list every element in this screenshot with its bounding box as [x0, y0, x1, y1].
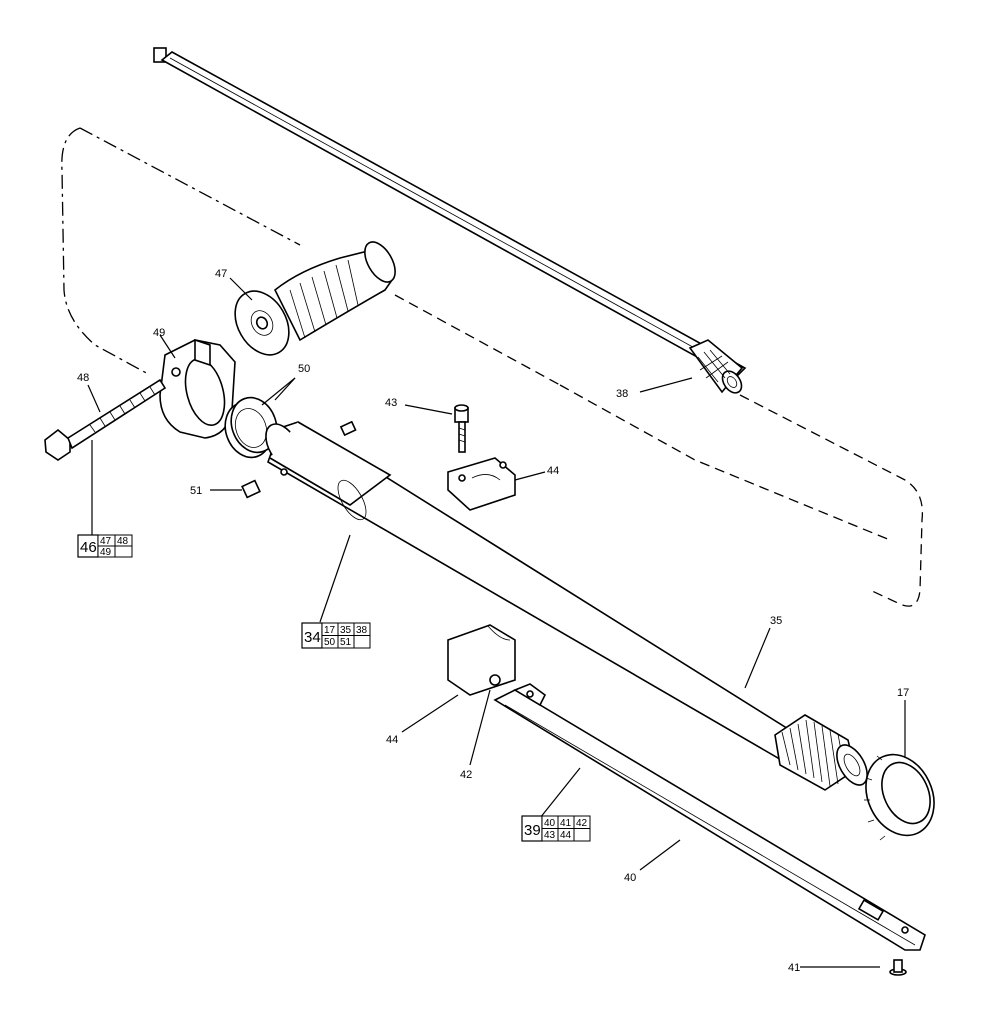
part-49-clamp — [159, 338, 236, 439]
part-47-grip — [234, 241, 396, 356]
kit-46-cell: 49 — [100, 547, 112, 558]
kit-34: 34 17 35 38 50 51 — [301, 622, 371, 649]
part-17-nut — [864, 753, 935, 841]
kit-39-main: 39 — [524, 822, 541, 839]
kit-34-cell: 51 — [340, 637, 352, 648]
part-44-lower-clamp — [447, 624, 516, 696]
callout-labels: 38 47 49 50 48 43 44 51 35 17 44 42 40 4… — [77, 268, 909, 974]
kit-46-cell: 48 — [117, 536, 129, 547]
kit-39-cell: 41 — [560, 818, 572, 829]
kit-39-cell: 44 — [560, 830, 572, 841]
assembly-outline — [61, 127, 924, 607]
kit-34-main: 34 — [304, 629, 321, 646]
kit-46-main: 46 — [80, 539, 97, 556]
part-51-setscrew — [241, 420, 357, 499]
callout-35: 35 — [770, 615, 782, 627]
part-40-rail — [493, 683, 926, 951]
callout-50: 50 — [298, 363, 310, 375]
callout-44-upper: 44 — [547, 465, 559, 477]
callout-17: 17 — [897, 687, 909, 699]
callout-51: 51 — [190, 485, 202, 497]
callout-49: 49 — [153, 327, 165, 339]
part-43-screw — [454, 404, 469, 453]
callout-43: 43 — [385, 397, 397, 409]
kit-39-cell: 42 — [576, 818, 588, 829]
kit-39-cell: 40 — [544, 818, 556, 829]
part-38-shaft — [153, 47, 747, 394]
kit-34-cell: 17 — [324, 625, 336, 636]
part-48-bolt — [44, 378, 167, 461]
callout-42: 42 — [460, 769, 472, 781]
kit-34-cell: 38 — [356, 625, 368, 636]
kit-34-cell: 50 — [324, 637, 336, 648]
callout-44-lower: 44 — [386, 734, 398, 746]
part-41-screw — [889, 959, 907, 976]
callout-41: 41 — [788, 962, 800, 974]
kit-34-cell: 35 — [340, 625, 352, 636]
callout-48: 48 — [77, 372, 89, 384]
kit-46-cell: 47 — [100, 536, 112, 547]
callout-47: 47 — [215, 268, 227, 280]
kit-39: 39 40 41 42 43 44 — [521, 815, 591, 842]
part-44-upper-clamp — [447, 457, 516, 511]
part-35-tube — [265, 421, 868, 791]
callout-38: 38 — [616, 388, 628, 400]
kit-39-cell: 43 — [544, 830, 556, 841]
leader-lines — [87, 277, 906, 968]
callout-40: 40 — [624, 872, 636, 884]
kit-46: 46 47 48 49 — [77, 534, 133, 558]
